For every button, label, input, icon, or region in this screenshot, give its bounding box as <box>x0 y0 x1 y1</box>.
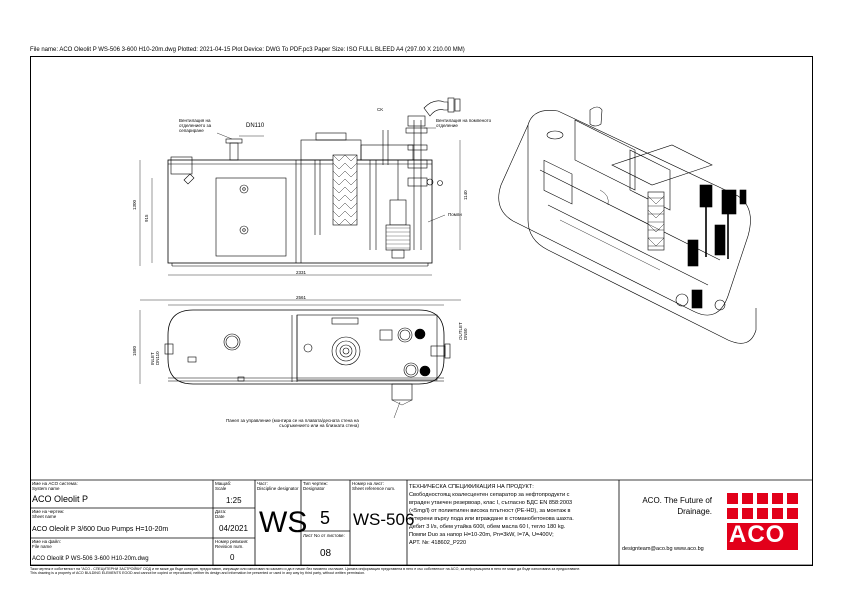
file-value: ACO Oleolit P WS-506 3-600 H10-20m.dwg <box>32 556 149 562</box>
spec-line: вграден утаечен резервоар, клас I, съгла… <box>409 500 573 506</box>
label-vent-pump: Вентилация на помпеното отделение <box>436 118 492 128</box>
system-label-bg: Име на ACO система: <box>32 481 78 486</box>
part-label-bg: Част: <box>257 481 269 486</box>
aco-logo-text: ACO <box>729 521 786 548</box>
label-pumps: Помпи <box>448 212 462 217</box>
dim-height-inner: 915 <box>144 214 149 222</box>
rev-label-en: Revision num. <box>215 544 244 549</box>
spec-line: (<5mg/l) от полиетилен висока плътност (… <box>409 508 571 514</box>
sheetno-label-bg: Лист No от листове: <box>303 533 345 538</box>
spec-line: сутерени върху пода или вграждане в стом… <box>409 516 574 522</box>
label-vent-separator: Вентилация на отделението за сепариране <box>179 118 212 133</box>
label-dn110: DN110 <box>246 123 265 129</box>
system-label-en: System name <box>32 486 60 491</box>
ref-value: WS-506 <box>353 510 415 529</box>
dim-height-right: 1140 <box>463 190 468 200</box>
label-inlet: INLET DN110 <box>150 351 160 365</box>
spec-line: АРТ. №: 418602_P220 <box>409 540 467 546</box>
spec-line: Помпи Duo за напор H=10-20m, Pn=3kW, I=7… <box>409 532 554 538</box>
spec-title: ТЕХНИЧЕСКА СПЕЦИФИКАЦИЯ НА ПРОДУКТ: <box>409 484 534 490</box>
date-label-bg: Дата: <box>215 509 227 514</box>
copyright-bg: Тази чертеж е собственост на "ACO - СПЕЦ… <box>30 567 581 571</box>
dim-width: 1580 <box>132 345 137 356</box>
type-label-bg: Тип чертеж: <box>303 481 328 486</box>
scale-value: 1:25 <box>226 496 242 505</box>
title-block-grid <box>30 479 813 566</box>
file-label-bg: Име на файл: <box>32 539 61 544</box>
file-header: File name: ACO Oleolit P WS-506 3-600 H1… <box>30 47 465 53</box>
date-value: 04/2021 <box>219 524 248 533</box>
label-ck: CK <box>377 107 384 112</box>
date-label-en: Date <box>215 514 225 519</box>
aco-logo: ACO <box>727 493 800 550</box>
type-label-en: Designator <box>303 486 325 491</box>
sheetno-value: 08 <box>320 548 332 559</box>
sheet-label-en: Sheet name <box>32 514 57 519</box>
brand-contact: designteam@aco.bg www.aco.bg <box>622 546 704 552</box>
product-spec: ТЕХНИЧЕСКА СПЕЦИФИКАЦИЯ НА ПРОДУКТ: Своб… <box>409 483 619 547</box>
copyright-footer: Тази чертеж е собственост на "ACO - СПЕЦ… <box>30 567 580 575</box>
dim-height-total: 1300 <box>132 199 137 210</box>
label-control-panel: Панел за управление (монтира се на плава… <box>226 418 359 428</box>
part-value: WS <box>259 506 308 539</box>
side-view <box>139 97 461 301</box>
sheet-label-bg: Име на чертеж: <box>32 509 65 514</box>
system-value: ACO Oleolit P <box>32 494 89 504</box>
rev-label-bg: Номер ревизия: <box>215 539 249 544</box>
label-outlet: OUTLET DN50 <box>458 322 468 340</box>
scale-label-en: Scale <box>215 486 227 491</box>
spec-line: Свободностоящ коалесцентен сепаратор за … <box>409 492 570 498</box>
type-value: 5 <box>320 508 331 528</box>
drawing-frame <box>30 56 813 566</box>
part-label-en: Discipline designator <box>257 486 299 491</box>
ref-label-bg: Номер на лист: <box>352 481 385 486</box>
dim-length-total: 2561 <box>296 295 307 300</box>
ref-label-en: Sheet reference num. <box>352 486 396 491</box>
file-label-en: File name <box>32 544 52 549</box>
sheet-value: ACO Oleolit P 3/600 Duo Pumps H=10-20m <box>32 526 169 533</box>
dim-length-inner: 2331 <box>296 270 307 275</box>
isometric-view <box>498 106 757 344</box>
spec-line: Дебит 3 l/s, обем утайка 600l, обем масл… <box>409 524 566 530</box>
brand-slogan: ACO. The Future of Drainage. <box>642 496 712 516</box>
plan-view <box>139 304 451 419</box>
rev-value: 0 <box>230 553 235 562</box>
copyright-en: This drawing is a property of ACO BULDIN… <box>30 571 366 575</box>
scale-label-bg: Мащаб: <box>215 481 232 486</box>
